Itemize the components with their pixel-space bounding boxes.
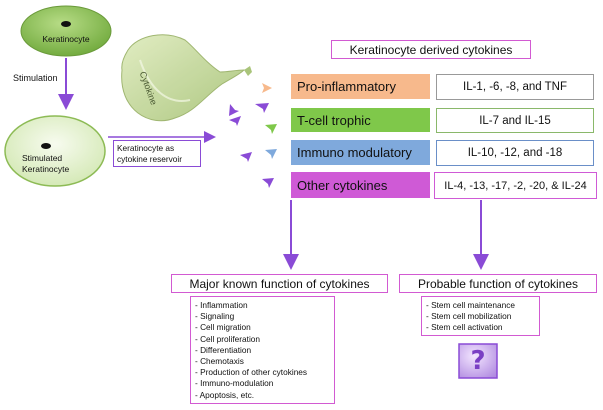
members-immuno-modulatory: IL-10, -12, and -18 bbox=[436, 140, 594, 166]
emission-chevrons bbox=[229, 83, 277, 188]
reservoir-label-box: Keratinocyte as cytokine reservoir bbox=[113, 140, 201, 167]
stimulated-nucleus bbox=[41, 143, 51, 149]
probable-function-list-box: - Stem cell maintenance - Stem cell mobi… bbox=[421, 296, 540, 336]
question-box bbox=[458, 343, 498, 379]
major-function-list: - Inflammation - Signaling - Cell migrat… bbox=[195, 300, 330, 401]
question-mark-icon: ? bbox=[470, 346, 486, 376]
keratinocyte-cell bbox=[20, 5, 112, 57]
list-item: - Cell proliferation bbox=[195, 333, 261, 344]
list-item: - Inflammation bbox=[195, 300, 248, 310]
major-function-list-box: - Inflammation - Signaling - Cell migrat… bbox=[190, 296, 335, 404]
keratinocyte-label: Keratinocyte bbox=[42, 34, 90, 44]
category-other-cytokines: Other cytokines bbox=[291, 172, 430, 198]
keratinocyte-nucleus bbox=[61, 21, 71, 27]
list-item: - Stem cell activation bbox=[426, 322, 503, 333]
list-item: - Production of other cytokines bbox=[195, 367, 308, 378]
category-t-cell-trophic: T-cell trophic bbox=[291, 108, 430, 132]
category-immuno-modulatory: Immuno modulatory bbox=[291, 140, 430, 165]
stimulated-keratinocyte-cell bbox=[4, 115, 106, 187]
probable-function-title: Probable function of cytokines bbox=[417, 276, 579, 291]
stimulated-keratinocyte-label: Stimulated Keratinocyte bbox=[22, 153, 70, 174]
derived-cytokines-title: Keratinocyte derived cytokines bbox=[349, 42, 513, 57]
list-item: - Differentiation bbox=[195, 344, 252, 355]
list-item: - Apoptosis, etc. bbox=[195, 389, 255, 400]
list-item: - Stem cell mobilization bbox=[426, 311, 512, 322]
probable-function-header: Probable function of cytokines bbox=[399, 274, 597, 293]
members-pro-inflammatory: IL-1, -6, -8, and TNF bbox=[436, 74, 594, 100]
list-item: - Signaling bbox=[195, 311, 235, 322]
stimulation-label: Stimulation bbox=[13, 73, 58, 83]
major-function-header: Major known function of cytokines bbox=[171, 274, 388, 293]
category-pro-inflammatory: Pro-inflammatory bbox=[291, 74, 430, 99]
members-other-cytokines: IL-4, -13, -17, -2, -20, & IL-24 bbox=[434, 172, 597, 199]
cytokine-balloon bbox=[121, 34, 246, 122]
members-t-cell-trophic: IL-7 and IL-15 bbox=[436, 108, 594, 133]
reservoir-label: Keratinocyte as cytokine reservoir bbox=[117, 143, 183, 164]
list-item: - Stem cell maintenance bbox=[426, 300, 516, 310]
major-function-title: Major known function of cytokines bbox=[189, 276, 370, 291]
derived-cytokines-header: Keratinocyte derived cytokines bbox=[331, 40, 531, 59]
list-item: - Chemotaxis bbox=[195, 356, 244, 367]
probable-function-list: - Stem cell maintenance - Stem cell mobi… bbox=[426, 300, 535, 334]
list-item: - Cell migration bbox=[195, 322, 251, 333]
list-item: - Immuno-modulation bbox=[195, 378, 274, 389]
